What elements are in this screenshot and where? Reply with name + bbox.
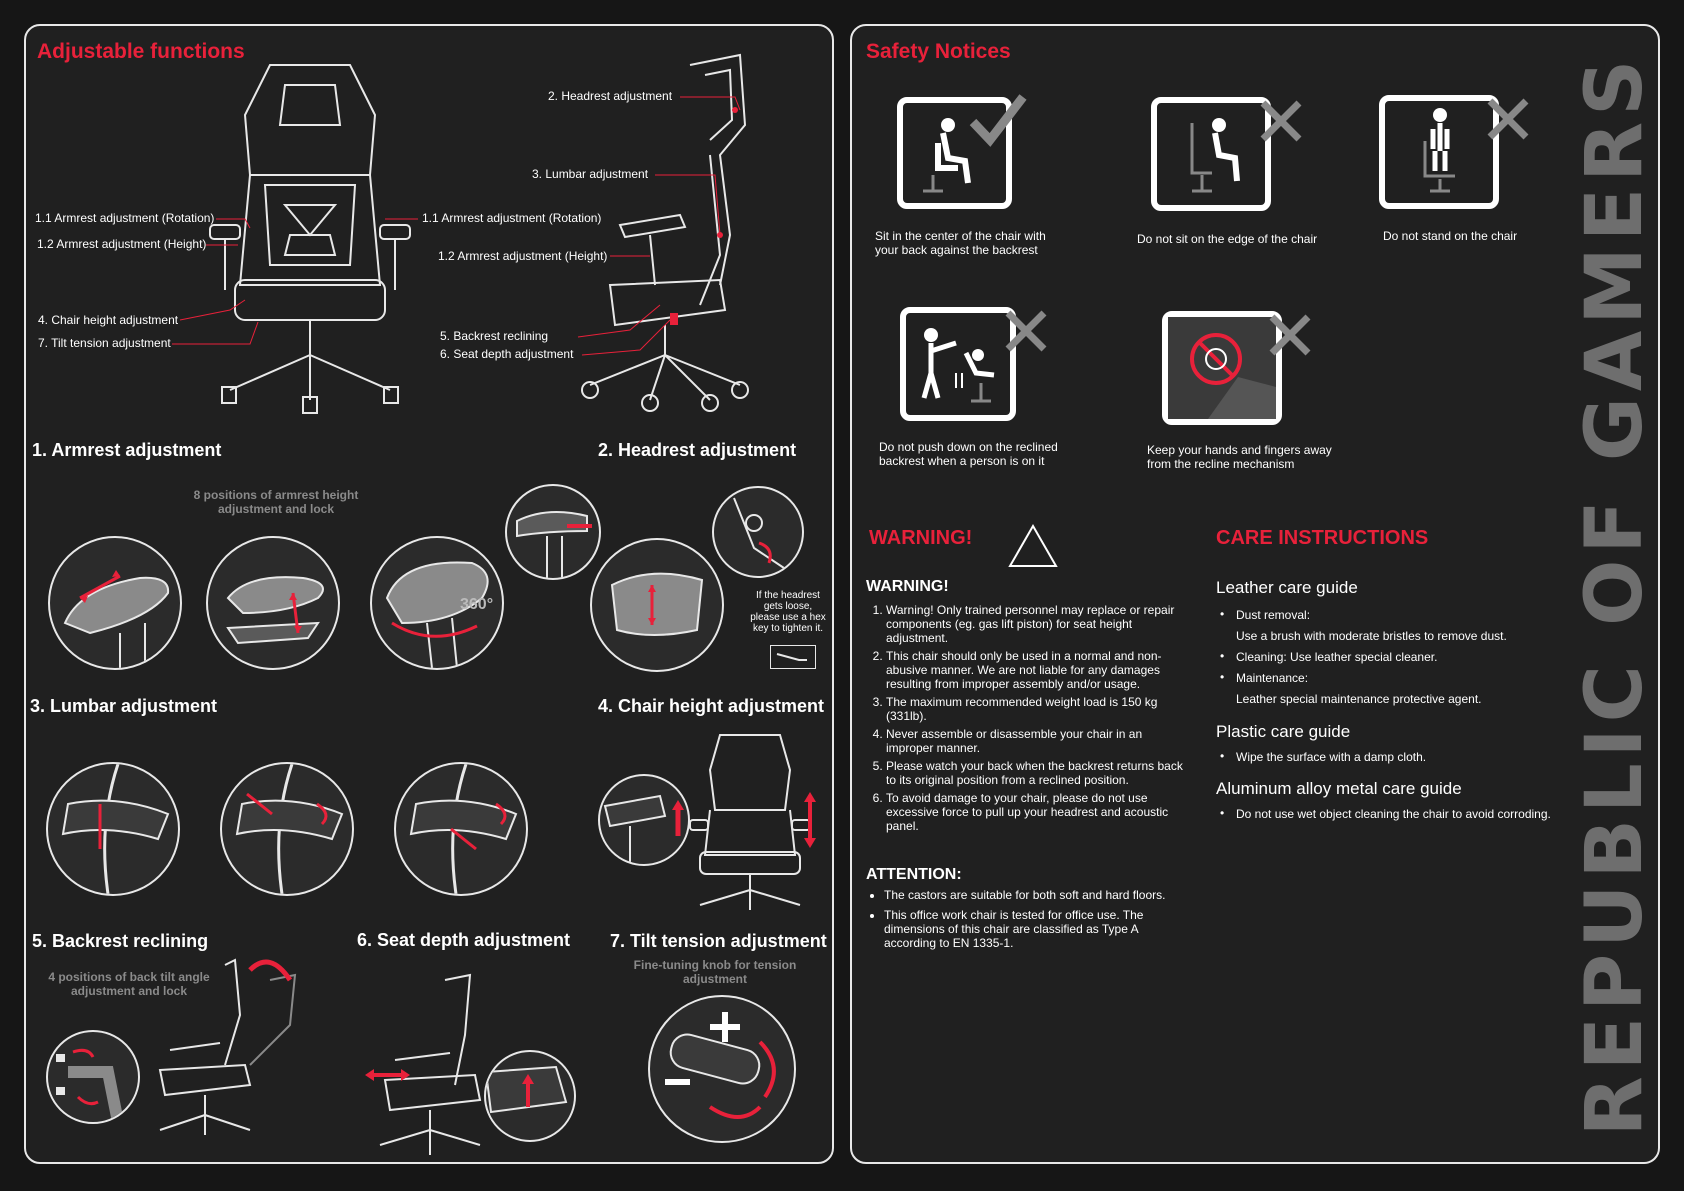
warning-item: Please watch your back when the backrest…	[886, 759, 1186, 787]
safety-care-panel	[850, 24, 1660, 1164]
warning-item: The maximum recommended weight load is 1…	[886, 695, 1186, 723]
headrest-hex-caption: If the headrest gets loose, please use a…	[750, 590, 826, 634]
tilt-section-title: 7. Tilt tension adjustment	[610, 931, 827, 951]
attention-item: This office work chair is tested for off…	[884, 908, 1184, 950]
warning-triangle-icon	[1008, 523, 1058, 567]
armrest-lock-zoom-circle	[505, 484, 601, 580]
aluminum-care-heading: Aluminum alloy metal care guide	[1216, 779, 1462, 798]
callout-seat-depth: 6. Seat depth adjustment	[440, 347, 574, 361]
notice-caption-edge: Do not sit on the edge of the chair	[1137, 232, 1318, 246]
backrest-caption: 4 positions of back tilt angle adjustmen…	[48, 970, 210, 998]
notice-caption-push: Do not push down on the reclined backres…	[879, 440, 1058, 468]
leather-bullet-icon: •	[1220, 670, 1225, 684]
brand-text: REPUBLIC OF GAMERS	[1570, 53, 1660, 1137]
chair-height-lever-circle	[598, 774, 690, 866]
warning-item: To avoid damage to your chair, please do…	[886, 791, 1186, 833]
callout-armrest-height-right: 1.2 Armrest adjustment (Height)	[438, 249, 608, 263]
callout-tilt-tension: 7. Tilt tension adjustment	[38, 336, 171, 350]
tilt-knob-circle	[648, 995, 796, 1143]
warning-item: This chair should only be used in a norm…	[886, 649, 1186, 691]
seat-depth-diagram	[365, 973, 482, 1155]
backrest-reclining-diagram	[158, 958, 297, 1135]
headrest-height-circle	[590, 538, 724, 672]
callout-armrest-rotation-right: 1.1 Armrest adjustment (Rotation)	[422, 211, 602, 225]
attention-list: The castors are suitable for both soft a…	[866, 888, 1184, 956]
leather-item: Dust removal:	[1236, 608, 1311, 622]
plastic-bullet-icon: •	[1220, 749, 1225, 763]
callout-lines	[172, 96, 741, 356]
leather-item: Maintenance:	[1236, 671, 1309, 685]
notice-box-edge	[1151, 97, 1271, 211]
notice-caption-center: Sit in the center of the chair with your…	[875, 229, 1046, 257]
armrest-360-circle: 360°	[370, 536, 504, 670]
plastic-item: Wipe the surface with a damp cloth.	[1236, 750, 1427, 764]
leather-item: Leather special maintenance protective a…	[1236, 692, 1482, 706]
callout-headrest: 2. Headrest adjustment	[548, 89, 673, 103]
headrest-hex-zoom-circle	[712, 486, 804, 578]
cross-icon	[1487, 98, 1529, 140]
notice-box-stand	[1379, 95, 1499, 209]
plastic-care-heading: Plastic care guide	[1216, 722, 1351, 741]
leather-bullet-icon: •	[1220, 607, 1225, 621]
warning-item: Warning! Only trained personnel may repl…	[886, 603, 1186, 645]
warning-item: Never assemble or disassemble your chair…	[886, 727, 1186, 755]
notice-box-push	[900, 307, 1016, 421]
lumbar-circle-3	[394, 762, 528, 896]
warning-banner: WARNING!	[869, 527, 973, 549]
leather-care-heading: Leather care guide	[1216, 578, 1358, 597]
cross-icon	[1260, 100, 1302, 142]
callout-armrest-rotation-left: 1.1 Armrest adjustment (Rotation)	[35, 211, 215, 225]
brand-wordmark: REPUBLIC OF GAMERS	[1570, 40, 1660, 1150]
backrest-section-title: 5. Backrest reclining	[32, 931, 209, 951]
notice-caption-stand: Do not stand on the chair	[1383, 229, 1518, 243]
backrest-lock-circle	[46, 1030, 140, 1124]
lumbar-circle-1	[46, 762, 180, 896]
armrest-caption: 8 positions of armrest height adjustment…	[193, 488, 359, 516]
notice-box-hands	[1162, 311, 1282, 425]
aluminum-bullet-icon: •	[1220, 806, 1225, 820]
rotation-360-label: 360°	[460, 596, 494, 613]
chair-height-diagram	[689, 734, 816, 910]
lumbar-circle-2	[220, 762, 354, 896]
notice-caption-hands: Keep your hands and fingers away from th…	[1147, 443, 1332, 471]
chair-front-diagram	[209, 64, 411, 414]
seat-depth-section-title: 6. Seat depth adjustment	[357, 930, 571, 950]
hex-key-icon	[770, 645, 816, 669]
safety-notices-title: Safety Notices	[866, 40, 1011, 63]
cross-icon	[1269, 314, 1311, 356]
check-icon	[969, 94, 1027, 147]
leather-bullet-icon: •	[1220, 649, 1225, 663]
callout-backrest-reclining: 5. Backrest reclining	[440, 329, 549, 343]
warning-list: Warning! Only trained personnel may repl…	[866, 603, 1186, 837]
chair-height-section-title: 4. Chair height adjustment	[598, 696, 825, 716]
attention-item: The castors are suitable for both soft a…	[884, 888, 1184, 902]
callout-armrest-height-left: 1.2 Armrest adjustment (Height)	[37, 237, 207, 251]
seat-depth-lever-circle	[484, 1050, 576, 1142]
armrest-height-circle	[206, 536, 340, 670]
attention-heading: ATTENTION:	[866, 866, 962, 883]
callout-lumbar: 3. Lumbar adjustment	[532, 167, 649, 181]
aluminum-item: Do not use wet object cleaning the chair…	[1236, 807, 1551, 821]
adjustable-functions-title: Adjustable functions	[37, 40, 245, 63]
leather-item: Use a brush with moderate bristles to re…	[1236, 629, 1507, 643]
armrest-section-title: 1. Armrest adjustment	[32, 440, 222, 460]
lumbar-section-title: 3. Lumbar adjustment	[30, 696, 218, 716]
care-instructions-title: CARE INSTRUCTIONS	[1216, 527, 1429, 549]
armrest-rotation-circle	[48, 536, 182, 670]
tilt-caption: Fine-tuning knob for tension adjustment	[633, 958, 797, 986]
chair-side-diagram	[581, 53, 749, 412]
leather-item: Cleaning: Use leather special cleaner.	[1236, 650, 1438, 664]
notice-box-center	[897, 97, 1012, 209]
warning-heading: WARNING!	[866, 578, 949, 595]
headrest-section-title: 2. Headrest adjustment	[598, 440, 797, 460]
callout-chair-height: 4. Chair height adjustment	[38, 313, 179, 327]
cross-icon	[1005, 310, 1047, 352]
